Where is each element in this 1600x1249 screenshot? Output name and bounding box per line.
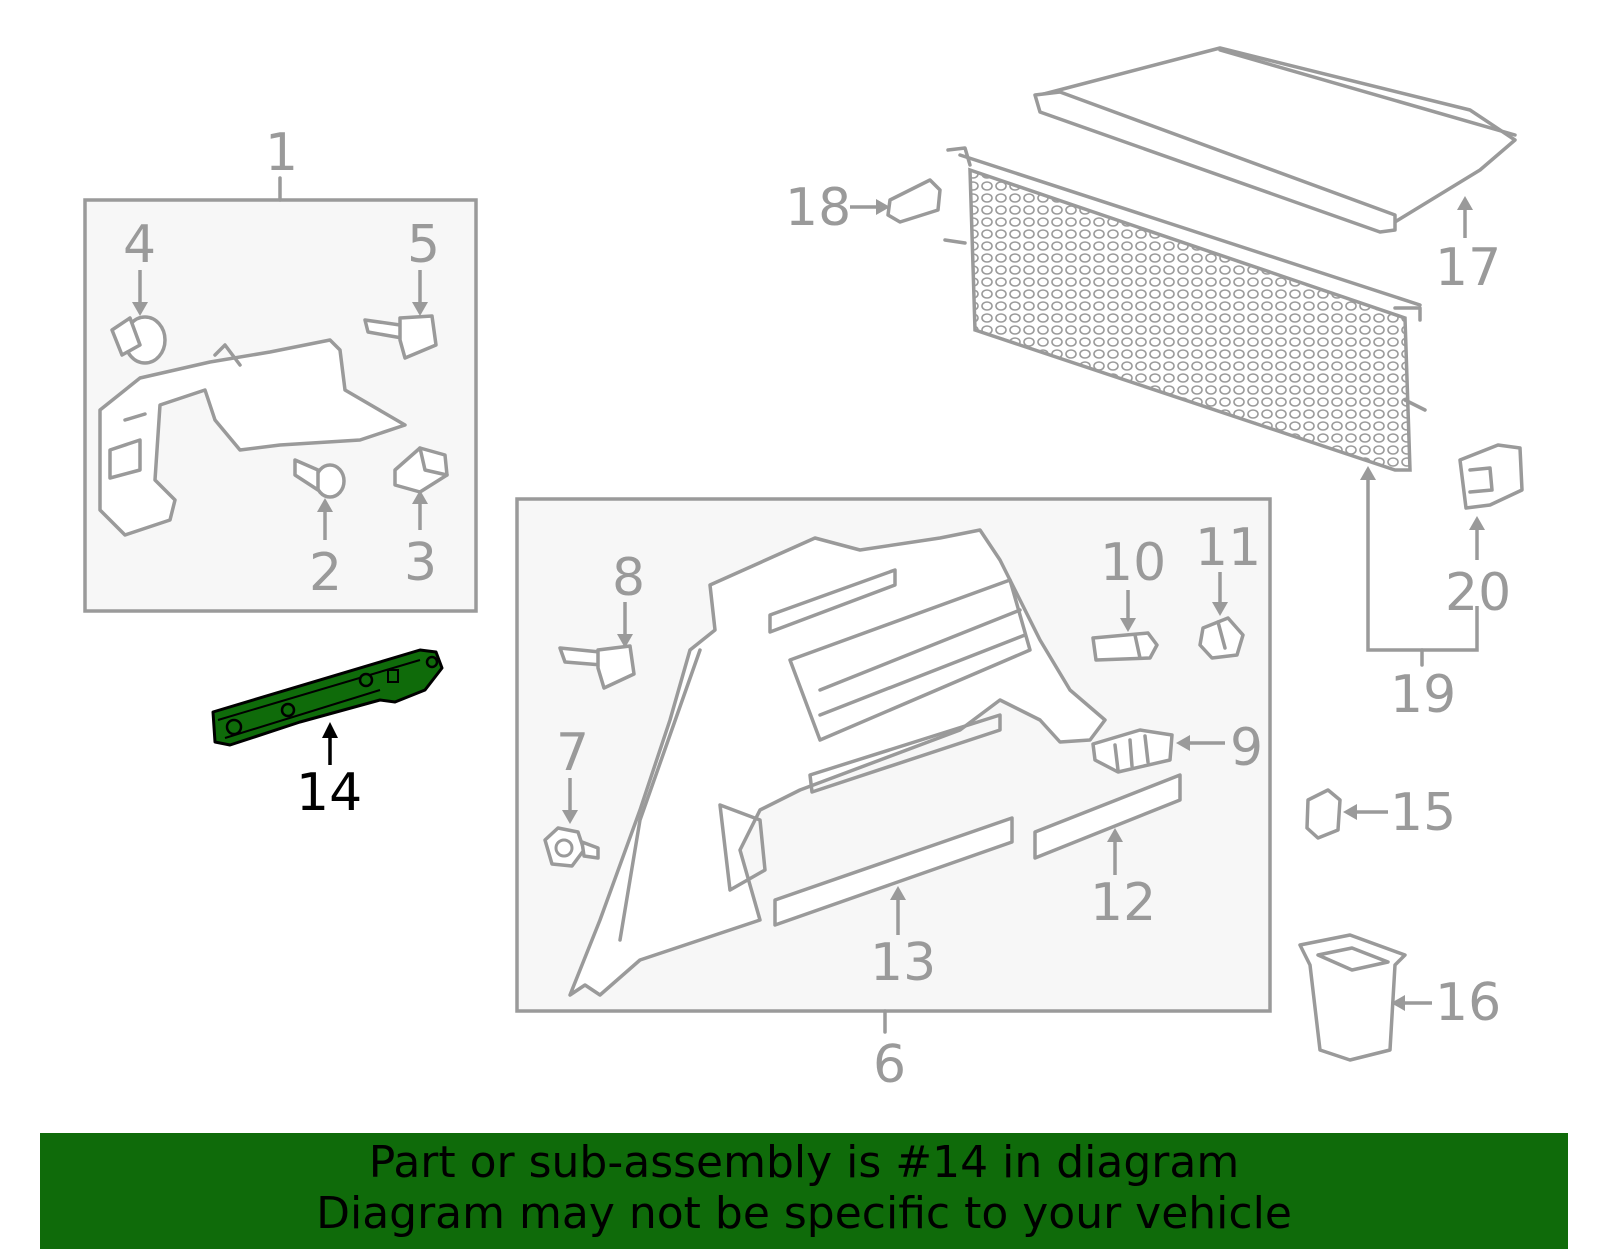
part-5-push-clip — [363, 314, 438, 360]
info-banner: Part or sub-assembly is #14 in diagram D… — [40, 1133, 1568, 1249]
callout-4: 4 — [123, 215, 156, 275]
part-9-latch — [1091, 728, 1174, 774]
callout-17: 17 — [1435, 238, 1501, 298]
part-4-grommet — [110, 315, 167, 365]
part-16-storage-bin — [1298, 933, 1407, 1062]
part-15-plug — [1305, 788, 1342, 840]
part-13-sill-strip — [773, 816, 1014, 927]
part-2-pin-clip — [293, 458, 346, 499]
part-19-cargo-net — [943, 146, 1427, 472]
callout-6: 6 — [873, 1035, 906, 1095]
part-17-cargo-cover — [1033, 46, 1517, 234]
callout-5: 5 — [407, 215, 440, 275]
callout-7: 7 — [556, 723, 589, 783]
part-10-bumper — [1091, 631, 1159, 662]
callout-11: 11 — [1195, 518, 1261, 578]
banner-line-2: Diagram may not be specific to your vehi… — [316, 1188, 1292, 1239]
callout-14-highlighted: 14 — [296, 763, 362, 823]
callout-10: 10 — [1100, 533, 1166, 593]
callout-15: 15 — [1390, 783, 1456, 843]
callout-13: 13 — [870, 933, 936, 993]
callout-18: 18 — [785, 178, 851, 238]
callout-12: 12 — [1090, 873, 1156, 933]
callout-1: 1 — [265, 123, 298, 183]
part-3-clip — [393, 446, 449, 494]
callout-19: 19 — [1390, 665, 1456, 725]
banner-line-1: Part or sub-assembly is #14 in diagram — [368, 1137, 1240, 1188]
callout-20: 20 — [1445, 563, 1511, 623]
part-6-quarter-trim-panel — [568, 528, 1107, 997]
part-1-upper-trim-panel — [98, 338, 407, 537]
part-14-highlighted-trim-bracket — [211, 648, 444, 747]
part-18-cap — [886, 178, 942, 224]
callout-8: 8 — [612, 548, 645, 608]
part-8-push-clip — [558, 644, 636, 690]
callout-2: 2 — [309, 543, 342, 603]
part-12-sill-strip — [1033, 773, 1182, 860]
part-7-nut-clip — [543, 826, 600, 868]
callout-3: 3 — [404, 533, 437, 593]
callout-16: 16 — [1435, 973, 1501, 1033]
part-11-plug — [1198, 616, 1245, 660]
part-20-bracket — [1458, 443, 1524, 510]
callout-9: 9 — [1230, 718, 1263, 778]
